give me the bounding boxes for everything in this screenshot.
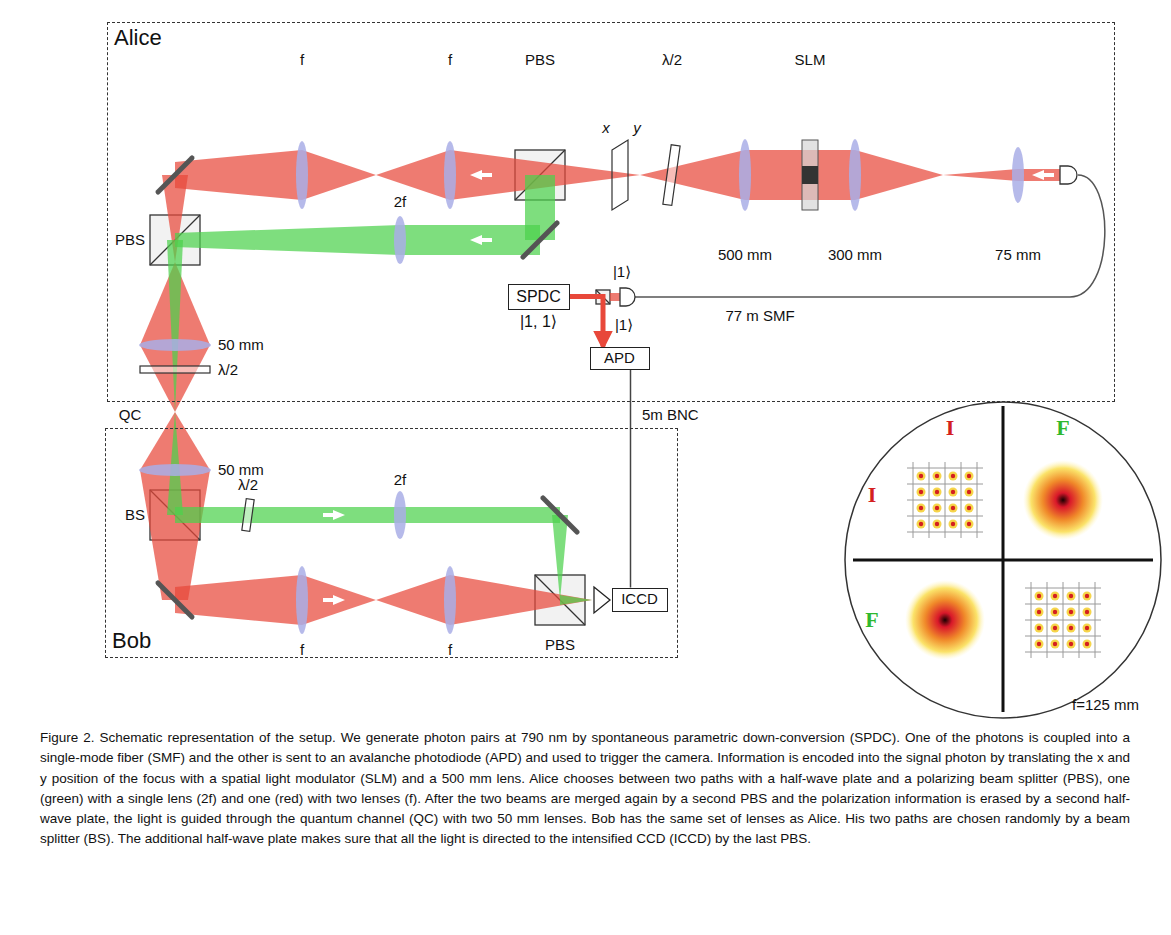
component-label: f=125 mm [1072, 697, 1139, 714]
bnc-cable [630, 370, 632, 588]
focal-plane [612, 140, 628, 210]
component-label: PBS [115, 232, 145, 249]
component-label: x [602, 120, 610, 137]
cable-label: 5m BNC [640, 407, 701, 424]
component-label: |1⟩ [615, 317, 633, 334]
node-label: ICCD [621, 591, 658, 608]
quadrant-letter: F [865, 608, 878, 632]
component-label: 300 mm [828, 247, 882, 264]
node-label: SPDC [516, 288, 560, 306]
node-label: Bob [112, 629, 151, 653]
green-beam [167, 175, 592, 605]
half-wave-plate [140, 145, 680, 532]
component-label: f [448, 642, 452, 659]
component-label: PBS [545, 637, 575, 654]
state-label: |1, 1⟩ [520, 313, 557, 331]
component-label: 500 mm [718, 247, 772, 264]
node-label: Alice [114, 26, 162, 50]
component-label: PBS [525, 52, 555, 69]
component-label: 2f [394, 472, 407, 489]
component-label: BS [125, 507, 145, 524]
camera-box: ICCD [612, 588, 668, 612]
figure-caption: Figure 2. Schematic representation of th… [40, 728, 1130, 850]
quadrant-letter: F [1056, 416, 1069, 440]
component-label: 50 mm [218, 337, 264, 354]
component-label: 2f [394, 194, 407, 211]
quadrant-letter: I [946, 416, 955, 440]
component-label: QC [119, 407, 142, 424]
mirror [158, 158, 577, 617]
component-label: λ/2 [218, 362, 238, 379]
component-label: 75 mm [995, 247, 1041, 264]
photon-beam [570, 297, 604, 347]
fiber [635, 175, 1105, 297]
component-label: |1⟩ [613, 264, 631, 281]
fiber-coupler [620, 288, 635, 306]
beam-splitter-cube [150, 150, 610, 625]
inset-circle [845, 402, 1161, 718]
component-label: f [300, 642, 304, 659]
component-label: 77 m SMF [725, 308, 794, 325]
component-label: f [300, 52, 304, 69]
intensifier [594, 587, 610, 613]
slm [802, 140, 818, 210]
component-label: SLM [795, 52, 826, 69]
source-box: SPDC|1, 1⟩ [508, 284, 570, 310]
component-label: f [448, 52, 452, 69]
node-label: APD [604, 350, 635, 367]
quadrant-letter: I [868, 483, 877, 507]
component-label: y [633, 120, 641, 137]
component-label: λ/2 [238, 477, 258, 494]
component-label: λ/2 [662, 52, 682, 69]
detector-box: APD [590, 347, 650, 370]
fiber-coupler [1060, 166, 1077, 184]
bob-region: Bob ICCD [105, 428, 678, 658]
